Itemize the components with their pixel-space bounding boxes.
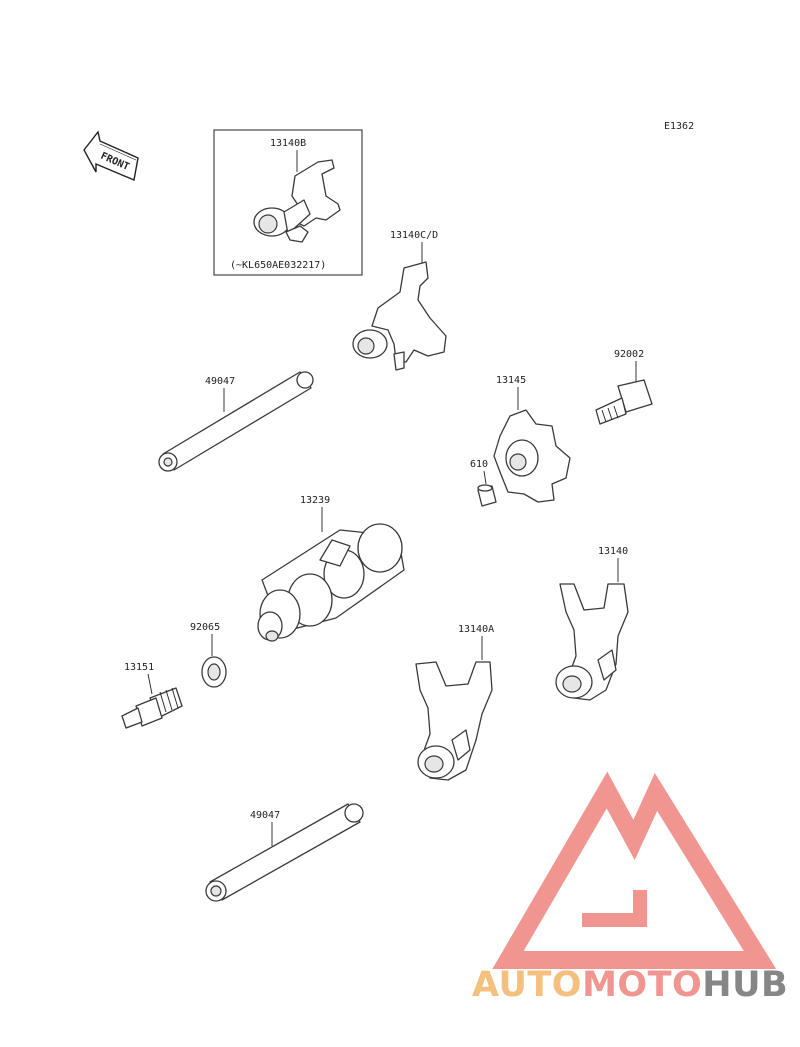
label-pin: 610 <box>470 459 488 470</box>
washer-92065 <box>201 656 227 688</box>
bolt-92002 <box>595 379 653 425</box>
shift-fork-13140cd <box>352 261 447 371</box>
label-fork-right: 13140 <box>598 546 628 557</box>
watermark-moto: MOTO <box>582 965 702 1005</box>
label-fork-a: 13140A <box>458 624 494 635</box>
neutral-switch-13151 <box>121 687 183 729</box>
svg-text:AUTOMOTOHUB: AUTOMOTOHUB <box>472 965 788 1005</box>
inset-box: 13140B (~KL650AE032217) <box>213 129 363 276</box>
shift-fork-13140b <box>253 159 341 243</box>
label-star: 13145 <box>496 375 526 386</box>
watermark-logo: AUTOMOTOHUB <box>472 771 788 1005</box>
shift-drum-star-13145 <box>493 409 571 503</box>
label-drum: 13239 <box>300 495 330 506</box>
inset-note: (~KL650AE032217) <box>230 260 326 271</box>
label-washer: 92065 <box>190 622 220 633</box>
shift-fork-13140a <box>415 661 493 781</box>
watermark-auto: AUTO <box>472 965 582 1005</box>
pin-610 <box>477 484 497 507</box>
shift-drum-13239 <box>257 523 405 642</box>
front-arrow-icon: FRONT <box>83 130 139 181</box>
label-shaft-lower: 49047 <box>250 810 280 821</box>
label-switch: 13151 <box>124 662 154 673</box>
label-shaft-upper: 49047 <box>205 376 235 387</box>
diagram-code: E1362 <box>664 121 694 132</box>
shift-fork-13140 <box>555 583 629 701</box>
watermark-hub: HUB <box>702 965 788 1005</box>
inset-part-label: 13140B <box>270 138 306 149</box>
label-fork-cd: 13140C/D <box>390 230 438 241</box>
label-bolt: 92002 <box>614 349 644 360</box>
shift-rod-upper <box>158 371 314 472</box>
shift-rod-lower <box>205 803 364 902</box>
